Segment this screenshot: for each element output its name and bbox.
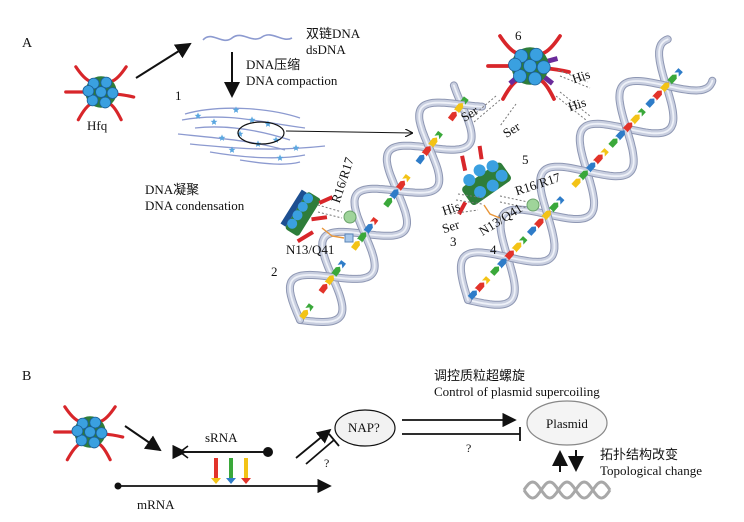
condensation-label-en: DNA condensation — [145, 198, 245, 213]
dsdna-label-zh: 双链DNA — [306, 26, 361, 41]
question-mid-label: ? — [466, 441, 472, 455]
compacted-dna — [177, 106, 326, 165]
hfq-hexamer-top-icon — [486, 34, 571, 101]
compaction-label-en: DNA compaction — [246, 73, 338, 88]
control-supercoiling-label-zh: 调控质粒超螺旋 — [434, 368, 526, 383]
mrna-label: mRNA — [137, 497, 175, 512]
arrow-hfq-to-srna — [124, 425, 162, 452]
hfq-hexamer-b-icon — [53, 405, 125, 462]
zoom-ellipse — [237, 121, 285, 145]
dna-helix-right — [456, 35, 717, 309]
topological-change-label-en: Topological change — [600, 463, 702, 478]
arrow-to-nap — [295, 428, 332, 459]
arrow-zoom — [285, 131, 412, 133]
supercoiled-dna — [522, 480, 612, 500]
nap-label: NAP? — [348, 420, 380, 435]
step-3-label: 3 — [450, 234, 457, 249]
step-6-label: 6 — [515, 28, 522, 43]
question-left-label: ? — [324, 456, 330, 470]
srna-mrna-pairing — [211, 458, 251, 484]
hfq-bound-center — [457, 145, 511, 216]
repression-nap-to-plasmid — [402, 427, 521, 441]
hfq-label: Hfq — [87, 118, 108, 133]
control-supercoiling-label-en: Control of plasmid supercoiling — [434, 384, 600, 399]
mrna-strand — [114, 478, 332, 494]
step-2-label: 2 — [271, 264, 278, 279]
plasmid-node — [526, 400, 608, 446]
hfq-hexamer-icon — [64, 65, 136, 122]
hfq-bound-left — [280, 189, 334, 244]
condensation-label-zh: DNA凝聚 — [145, 182, 200, 197]
plasmid-label: Plasmid — [546, 416, 588, 431]
step-1-label: 1 — [175, 88, 182, 103]
panel-a-label: A — [22, 36, 33, 51]
nap-node — [334, 409, 396, 447]
arrow-hfq-to-dsdna — [135, 42, 192, 79]
compaction-label-zh: DNA压缩 — [246, 57, 301, 72]
step-5-label: 5 — [522, 152, 529, 167]
dsdna-strand — [202, 34, 293, 42]
topological-change-label-zh: 拓扑结构改变 — [600, 447, 679, 462]
n13-q41-left-label: N13/Q41 — [286, 242, 335, 257]
step-4-label: 4 — [490, 242, 497, 257]
residue-contacts-top — [469, 69, 591, 127]
dna-helix-left — [285, 81, 487, 326]
srna-strand — [172, 444, 273, 460]
repression-to-nap — [305, 433, 340, 465]
srna-label: sRNA — [205, 430, 238, 445]
dna-base-pairs — [299, 68, 683, 320]
panel-b-label: B — [22, 369, 32, 384]
residue-contacts-center — [449, 193, 540, 219]
residue-contacts-left — [317, 204, 357, 243]
dsdna-label-en: dsDNA — [306, 42, 346, 57]
